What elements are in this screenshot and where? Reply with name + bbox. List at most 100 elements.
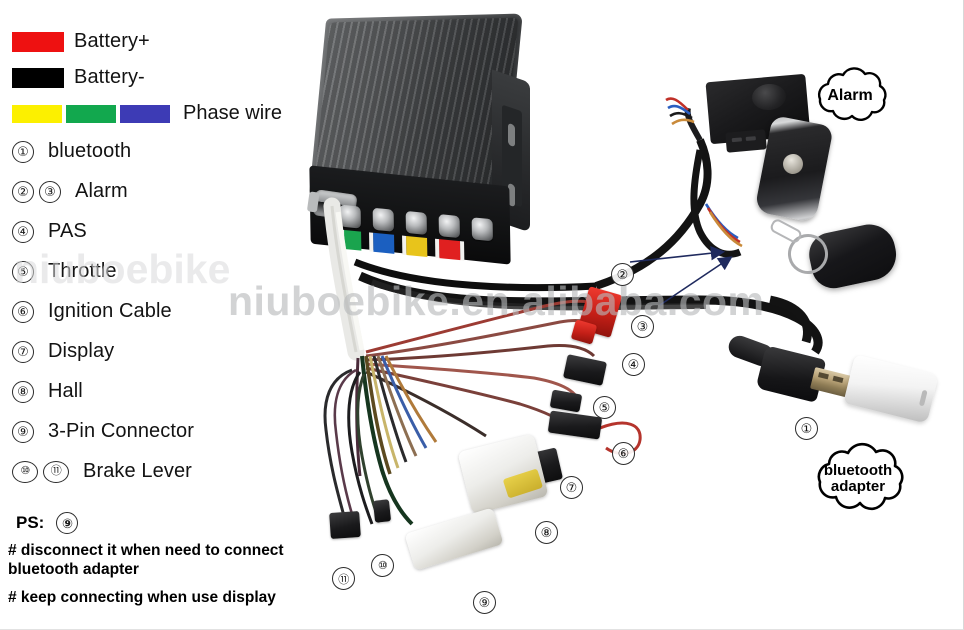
controller-output-cable xyxy=(353,258,597,292)
legend-item-3-pin-connector: ⑨ 3-Pin Connector xyxy=(12,420,312,443)
circled-number-icon: ⑩ xyxy=(12,460,38,483)
cloud-shape-icon xyxy=(817,67,887,121)
ps-note-line: # disconnect it when need to connect blu… xyxy=(8,542,284,579)
circled-number-icon: ④ xyxy=(12,220,34,243)
callout-10-brake-lever: ⑩ xyxy=(371,554,394,577)
callout-4-pas: ④ xyxy=(622,353,645,376)
sheath-shade xyxy=(330,205,358,353)
callout-3-alarm: ③ xyxy=(631,315,654,338)
callout-6-ignition-cable: ⑥ xyxy=(612,442,635,465)
legend-item-label: Hall xyxy=(48,380,83,402)
hall-wire-green xyxy=(360,355,414,526)
circled-number-icon: ⑧ xyxy=(12,380,34,403)
cloud-shape-icon xyxy=(817,442,904,511)
legend-item-hall: ⑧ Hall xyxy=(12,380,312,403)
brake-wire-violet xyxy=(333,368,357,515)
legend-item-numbers: ⑥ xyxy=(12,300,39,323)
legend-item-pas: ④ PAS xyxy=(12,220,312,243)
legend-swatch-label: Battery+ xyxy=(74,30,150,52)
color-swatch xyxy=(12,67,64,88)
circled-number-icon: ② xyxy=(12,180,34,203)
usb-lead-cable xyxy=(768,295,812,344)
legend-item-label: Throttle xyxy=(48,260,117,282)
bluetooth-cloud-line1: bluetooth xyxy=(823,462,893,480)
circled-number-icon: ⑨ xyxy=(12,420,34,443)
circled-number-icon: ⑥ xyxy=(12,300,34,323)
legend-item-label: Ignition Cable xyxy=(48,300,172,322)
hall-wire-blue xyxy=(380,355,428,449)
legend-item-label: Brake Lever xyxy=(83,460,192,482)
legend-item-list: ① bluetooth ② ③ Alarm ④ PAS ⑤ xyxy=(12,140,312,483)
ps-title: PS: xyxy=(16,513,45,532)
signal-wire-brown xyxy=(365,318,606,358)
signal-wire-red xyxy=(365,299,597,354)
hall-wire-yellow xyxy=(368,355,400,469)
color-swatch xyxy=(12,31,64,52)
alarm-lead-blue xyxy=(704,203,739,240)
legend-item-label: bluetooth xyxy=(48,140,132,162)
color-swatch-blue xyxy=(120,104,170,123)
legend-item-numbers: ① xyxy=(12,140,39,163)
remote-key-fob-primary xyxy=(754,114,834,224)
alarm-wire-black xyxy=(669,111,693,120)
alarm-cloud-text: Alarm xyxy=(827,86,873,104)
callout-2-alarm: ② xyxy=(611,263,634,286)
legend-item-ignition-cable: ⑥ Ignition Cable xyxy=(12,300,312,323)
legend-swatch-battery-positive: Battery+ xyxy=(12,30,312,53)
brake-wire-black xyxy=(323,368,353,517)
remote-key-fob-secondary xyxy=(768,217,901,293)
circled-number-icon: ⑪ xyxy=(43,460,69,483)
hall-connector-yellow-face xyxy=(502,468,544,499)
bluetooth-usb-assembly xyxy=(725,332,939,448)
legend-swatch-label: Battery- xyxy=(74,66,145,88)
hall-wire-orange xyxy=(384,355,438,443)
legend-item-display: ⑦ Display xyxy=(12,340,312,363)
callout-arrow-2 xyxy=(629,246,726,263)
ps-heading: PS: ⑨ xyxy=(8,512,338,534)
signal-wire-rose xyxy=(365,362,578,397)
legend-item-alarm: ② ③ Alarm xyxy=(12,180,312,203)
bluetooth-dongle xyxy=(843,354,939,424)
callout-7-display: ⑦ xyxy=(560,476,583,499)
legend-swatch-battery-negative: Battery- xyxy=(12,66,312,89)
circled-number-icon: ① xyxy=(12,140,34,163)
callout-1-bluetooth: ① xyxy=(795,417,818,440)
alarm-wire-orange xyxy=(671,118,695,126)
callout-9-3pin-connector: ⑨ xyxy=(473,591,496,614)
alarm-lead-orange xyxy=(708,211,743,248)
alarm-cloud-callout: Alarm xyxy=(806,64,894,128)
connector-black-brake-10 xyxy=(372,499,392,523)
color-swatch-green xyxy=(66,104,116,123)
legend-item-numbers: ⑩ ⑪ xyxy=(12,460,74,483)
legend-item-label: PAS xyxy=(48,220,87,242)
circled-number-icon: ⑨ xyxy=(56,512,79,534)
hall-wire-yellow-dark xyxy=(364,355,392,475)
hall-wire-black xyxy=(372,355,408,463)
hall-wire-tan xyxy=(376,355,418,457)
alarm-module-lead xyxy=(690,149,742,258)
alarm-wire-blue xyxy=(667,104,691,116)
legend-item-numbers: ② ③ xyxy=(12,180,66,203)
alarm-wire-red xyxy=(665,97,689,111)
legend: Battery+ Battery- Phase wire ① bluetooth… xyxy=(12,30,312,500)
connector-black-brake-11 xyxy=(329,510,361,540)
bluetooth-cloud-text: bluetooth adapter xyxy=(824,463,892,495)
color-swatch-yellow xyxy=(12,104,62,123)
legend-item-numbers: ⑨ xyxy=(12,420,39,443)
legend-item-label: Display xyxy=(48,340,115,362)
ps-note-line: # keep connecting when use display xyxy=(8,588,276,606)
circled-number-icon: ⑦ xyxy=(12,340,34,363)
bluetooth-cloud-callout: bluetooth adapter xyxy=(803,440,913,518)
circled-number-icon: ⑤ xyxy=(12,260,34,283)
signal-wire-maroon xyxy=(365,344,596,362)
callout-8-hall: ⑧ xyxy=(535,521,558,544)
alarm-mounting-foot xyxy=(725,129,767,153)
legend-item-bluetooth: ① bluetooth xyxy=(12,140,312,163)
callout-arrow-3 xyxy=(659,256,733,306)
legend-item-throttle: ⑤ Throttle xyxy=(12,260,312,283)
battery-cable-black-2 xyxy=(370,279,707,311)
brake-wire-2 xyxy=(347,371,374,525)
legend-item-brake-lever: ⑩ ⑪ Brake Lever xyxy=(12,460,312,483)
